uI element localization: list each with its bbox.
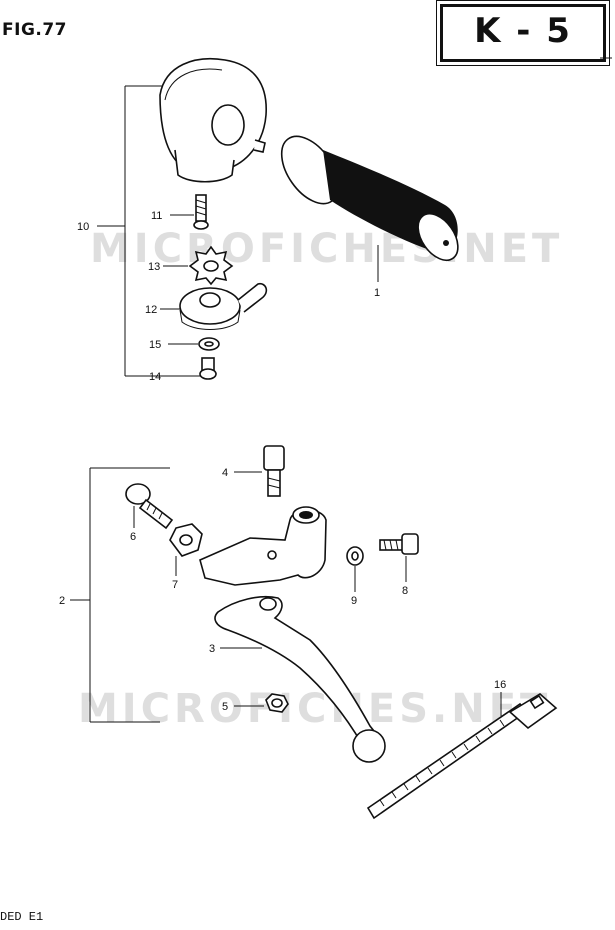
bracket-2 — [70, 467, 170, 723]
callout-4: 4 — [222, 467, 228, 479]
callout-7: 7 — [172, 579, 178, 591]
handlebar-grip — [280, 135, 459, 261]
adjuster-nut-7 — [169, 523, 203, 557]
bracket-10 — [97, 85, 198, 377]
screw-14 — [199, 357, 217, 380]
footer-code: DED E1 — [0, 910, 44, 924]
callout-12: 12 — [145, 304, 157, 316]
bolt-8 — [379, 533, 419, 555]
callout-8: 8 — [402, 585, 408, 597]
lock-washer-13 — [188, 245, 234, 286]
callout-2: 2 — [59, 595, 65, 607]
callout-1: 1 — [374, 287, 380, 299]
callout-11: 11 — [151, 210, 162, 222]
nut-5 — [265, 693, 289, 713]
figure-title: FIG.77 — [2, 20, 68, 40]
callout-13: 13 — [148, 261, 160, 273]
screw-11 — [193, 194, 209, 230]
callout-15: 15 — [149, 339, 161, 351]
callout-14: 14 — [149, 371, 161, 383]
callout-10: 10 — [77, 221, 89, 233]
adjuster-bolt-6 — [125, 483, 174, 530]
washer-15-hole — [204, 341, 214, 347]
cable-tie-16 — [366, 693, 558, 820]
callout-16: 16 — [494, 679, 506, 691]
pivot-bolt-4 — [263, 445, 285, 497]
callout-6: 6 — [130, 531, 136, 543]
washer-9-hole — [351, 551, 359, 561]
watermark-top: MICROFICHES.NET — [90, 226, 564, 272]
throttle-housing — [159, 58, 267, 183]
callout-3: 3 — [209, 643, 215, 655]
watermark-bottom: MICROFICHES.NET — [78, 686, 552, 732]
section-code: K - 5 — [474, 11, 572, 51]
callout-9: 9 — [351, 595, 357, 607]
lever-bracket — [199, 506, 327, 586]
clutch-lever-3 — [214, 595, 386, 763]
cable-guide-12 — [179, 282, 268, 330]
callout-5: 5 — [222, 701, 228, 713]
section-code-box: K - 5 — [436, 0, 610, 66]
